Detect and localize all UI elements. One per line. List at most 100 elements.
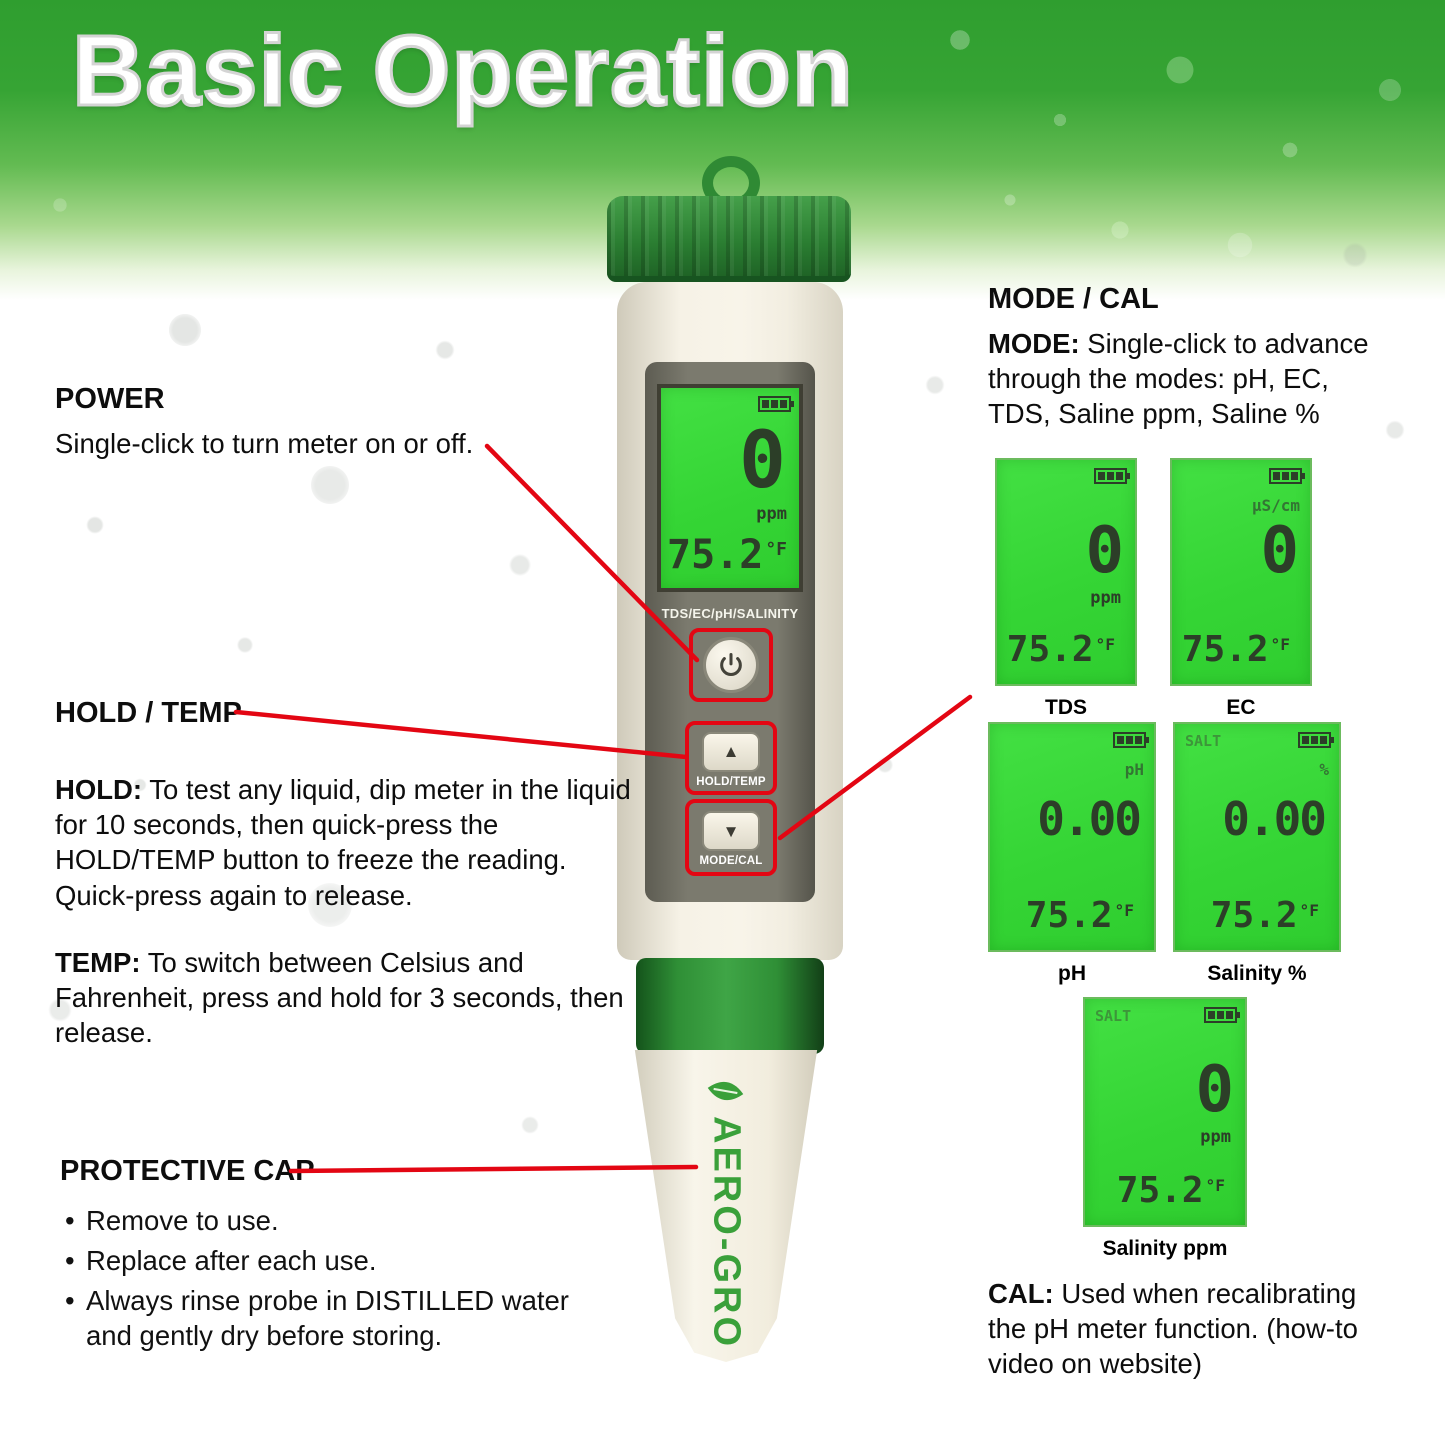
lcd-screen-salinity-ppm: SALT 0 ppm 75.2°F Salinity ppm: [1083, 997, 1247, 1261]
lcd-screen-ph: pH 0.00 75.2°F pH: [988, 722, 1156, 986]
power-button[interactable]: [703, 637, 759, 693]
protective-cap-heading: PROTECTIVE CAP: [60, 1155, 315, 1187]
screen-label: Salinity ppm: [1102, 1237, 1228, 1260]
power-description: Single-click to turn meter on or off.: [55, 428, 474, 459]
mode-cal-highlight-box: ▼ MODE/CAL: [685, 799, 777, 876]
battery-icon: [1113, 732, 1149, 748]
battery-icon: [758, 396, 794, 412]
screen-label: Salinity %: [1207, 962, 1307, 985]
temp-description: TEMP: To switch between Celsius and Fahr…: [55, 945, 640, 1051]
tds-display: 0 ppm 75.2°F: [995, 458, 1137, 686]
lcd-temperature: 75.2°F: [1026, 895, 1134, 936]
battery-icon: [1269, 468, 1305, 484]
hold-temp-annotation: HOLD / TEMP HOLD: To test any liquid, di…: [55, 697, 640, 1050]
cal-label: CAL:: [988, 1278, 1054, 1309]
temp-unit: °F: [1205, 1175, 1226, 1195]
bullet-item: Replace after each use.: [60, 1244, 570, 1279]
control-panel: 0 ppm 75.2°F TDS/EC/pH/SALINITY ▲ HOLD/T…: [645, 362, 815, 902]
lcd-temperature: 75.2°F: [1211, 895, 1319, 936]
lcd-value-unit: ppm: [1090, 588, 1121, 608]
mode-text: Single-click to advance through the mode…: [988, 328, 1369, 430]
screen-label: TDS: [1045, 696, 1087, 719]
mode-cal-annotation: MODE / CAL MODE: Single-click to advance…: [988, 283, 1383, 432]
lcd-temperature: 75.2°F: [1007, 629, 1115, 670]
lcd-value: 0.00: [1037, 792, 1142, 846]
protective-cap-annotation: PROTECTIVE CAP Remove to use. Replace af…: [60, 1155, 570, 1359]
leaf-icon: [708, 1081, 744, 1101]
lcd-temperature: 75.2°F: [1117, 1170, 1225, 1211]
brand-name: AERO-GRO: [705, 1116, 748, 1349]
temp-unit: °F: [1270, 634, 1291, 654]
temp-value: 75.2: [1181, 629, 1269, 670]
bullet-item: Always rinse probe in DISTILLED water an…: [60, 1284, 570, 1354]
lcd-value: 0: [1195, 1053, 1233, 1127]
salt-indicator: SALT: [1095, 1007, 1132, 1025]
lcd-value: 0.00: [1222, 792, 1327, 846]
mode-description: MODE: Single-click to advance through th…: [988, 326, 1383, 432]
temp-unit: °F: [1095, 634, 1116, 654]
hold-temp-highlight-box: ▲ HOLD/TEMP: [685, 721, 777, 795]
screen-label: EC: [1226, 696, 1256, 719]
down-arrow-icon: ▼: [722, 821, 740, 841]
protective-cap: AERO-GRO: [634, 1050, 818, 1362]
hold-temp-button[interactable]: ▲: [702, 731, 760, 772]
temp-unit: °F: [765, 539, 787, 561]
temp-text: To switch between Celsius and Fahrenheit…: [55, 946, 624, 1049]
up-arrow-icon: ▲: [722, 742, 740, 761]
power-annotation: POWER Single-click to turn meter on or o…: [55, 383, 525, 461]
battery-icon: [1204, 1007, 1240, 1023]
temp-value: 75.2: [1116, 1170, 1204, 1211]
hold-temp-heading: HOLD / TEMP: [55, 697, 242, 729]
protective-cap-bullets: Remove to use. Replace after each use. A…: [60, 1204, 570, 1354]
lcd-value-unit: ppm: [1200, 1127, 1231, 1147]
cal-description: CAL: Used when recalibrating the pH mete…: [988, 1276, 1378, 1382]
temp-value: 75.2: [666, 532, 764, 578]
battery-icon: [1298, 732, 1334, 748]
hold-label: HOLD:: [55, 774, 143, 805]
cal-text: Used when recalibrating the pH meter fun…: [988, 1278, 1358, 1380]
salinity-percent-display: SALT % 0.00 75.2°F: [1173, 722, 1341, 952]
unit-indicator: %: [1319, 760, 1329, 779]
salinity-ppm-display: SALT 0 ppm 75.2°F: [1083, 997, 1247, 1227]
temp-label: TEMP:: [55, 946, 141, 978]
lcd-temperature: 75.2°F: [667, 532, 787, 578]
temp-value: 75.2: [1006, 629, 1094, 670]
salt-indicator: SALT: [1185, 732, 1222, 750]
lcd-value: 0: [1260, 514, 1298, 588]
mode-cal-button-label: MODE/CAL: [699, 855, 763, 867]
lcd-value: 0: [1085, 514, 1123, 588]
main-lcd-display: 0 ppm 75.2°F: [657, 384, 803, 592]
device-model-label: TDS/EC/pH/SALINITY: [661, 606, 799, 621]
lcd-screen-ec: µS/cm 0 75.2°F EC: [1170, 458, 1312, 720]
lcd-value-unit: ppm: [756, 504, 787, 524]
lcd-screen-salinity-percent: SALT % 0.00 75.2°F Salinity %: [1173, 722, 1341, 986]
hold-temp-button-label: HOLD/TEMP: [696, 775, 766, 788]
lcd-screen-tds: 0 ppm 75.2°F TDS: [995, 458, 1137, 720]
unit-indicator: µS/cm: [1251, 496, 1300, 515]
bullet-item: Remove to use.: [60, 1204, 570, 1239]
power-highlight-box: [689, 628, 773, 702]
hold-text: To test any liquid, dip meter in the liq…: [55, 774, 631, 911]
page-title: Basic Operation: [71, 14, 855, 129]
cal-annotation: CAL: Used when recalibrating the pH mete…: [988, 1276, 1378, 1382]
brand-logo: AERO-GRO: [705, 1074, 748, 1349]
temp-unit: °F: [1299, 900, 1320, 920]
unit-indicator: pH: [1124, 760, 1144, 779]
temp-value: 75.2: [1025, 895, 1113, 936]
hold-description: HOLD: To test any liquid, dip meter in t…: [55, 772, 640, 913]
mode-label: MODE:: [988, 328, 1080, 359]
mode-cal-heading: MODE / CAL: [988, 283, 1159, 315]
temp-unit: °F: [1114, 900, 1135, 920]
ph-display: pH 0.00 75.2°F: [988, 722, 1156, 952]
power-heading: POWER: [55, 383, 165, 415]
ec-display: µS/cm 0 75.2°F: [1170, 458, 1312, 686]
top-cap: [607, 196, 851, 282]
screen-label: pH: [1058, 962, 1086, 985]
lcd-temperature: 75.2°F: [1182, 629, 1290, 670]
lcd-value: 0: [739, 416, 786, 506]
green-band: [636, 958, 824, 1054]
temp-value: 75.2: [1210, 895, 1298, 936]
power-icon: [720, 652, 742, 676]
mode-cal-button[interactable]: ▼: [702, 811, 760, 851]
